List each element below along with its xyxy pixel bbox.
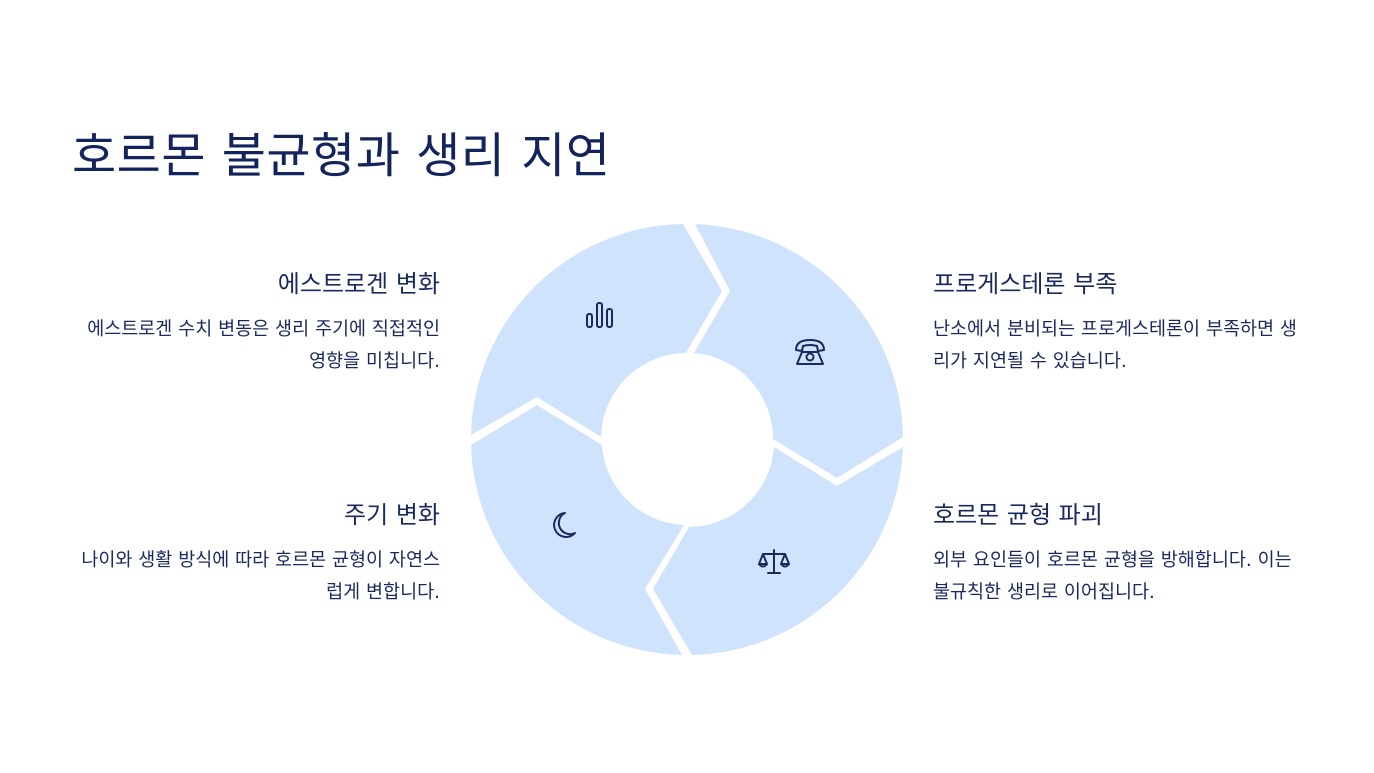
block-balance-disruption: 호르몬 균형 파괴 외부 요인들이 호르몬 균형을 방해합니다. 이는 불규칙한… xyxy=(933,499,1305,609)
segment-cycle-change xyxy=(471,405,684,655)
balance-disruption-body: 외부 요인들이 호르몬 균형을 방해합니다. 이는 불규칙한 생리로 이어집니다… xyxy=(933,550,1292,603)
segment-balance-disruption xyxy=(653,447,903,655)
cycle-change-heading: 주기 변화 xyxy=(344,501,440,529)
estrogen-heading: 에스트로겐 변화 xyxy=(277,270,440,298)
bar-chart-icon xyxy=(586,302,613,328)
block-cycle-change: 주기 변화 나이와 생활 방식에 따라 호르몬 균형이 자연스럽게 변합니다. xyxy=(68,499,440,609)
balance-disruption-heading: 호르몬 균형 파괴 xyxy=(933,501,1103,529)
block-estrogen: 에스트로겐 변화 에스트로겐 수치 변동은 생리 주기에 직접적인 영향을 미칩… xyxy=(68,268,440,378)
scale-icon xyxy=(758,549,790,574)
page-title: 호르몬 불균형과 생리 지연 xyxy=(72,128,611,184)
estrogen-body: 에스트로겐 수치 변동은 생리 주기에 직접적인 영향을 미칩니다. xyxy=(87,319,440,372)
block-progesterone: 프로게스테론 부족 난소에서 분비되는 프로게스테론이 부족하면 생리가 지연될… xyxy=(933,268,1305,378)
cycle-change-body: 나이와 생활 방식에 따라 호르몬 균형이 자연스럽게 변합니다. xyxy=(81,550,440,603)
moon-icon xyxy=(553,512,576,538)
progesterone-body: 난소에서 분비되는 프로게스테론이 부족하면 생리가 지연될 수 있습니다. xyxy=(933,319,1297,372)
segment-estrogen xyxy=(471,224,722,437)
progesterone-heading: 프로게스테론 부족 xyxy=(933,270,1118,298)
telephone-icon xyxy=(795,339,825,365)
